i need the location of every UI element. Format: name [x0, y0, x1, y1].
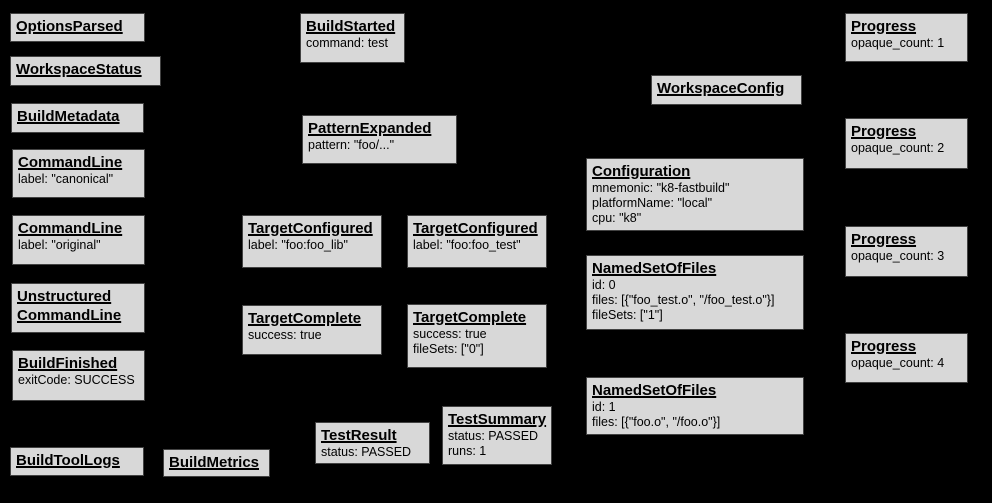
node-field: id: 1	[592, 400, 616, 414]
node-field: opaque_count: 3	[851, 249, 945, 263]
node-field: platformName: "local"	[592, 196, 713, 210]
node-test-summary: TestSummary status: PASSED runs: 1	[442, 406, 552, 465]
node-title: BuildStarted	[306, 18, 396, 35]
node-field: fileSets: ["1"]	[592, 308, 663, 322]
node-title: Progress	[851, 18, 917, 35]
node-title: NamedSetOfFiles	[592, 260, 717, 277]
node-test-result: TestResult status: PASSED	[315, 422, 430, 464]
node-title: TestResult	[321, 427, 397, 444]
node-field: opaque_count: 2	[851, 141, 945, 155]
node-field: success: true	[413, 327, 487, 341]
node-command-line-original: CommandLine label: "original"	[12, 215, 145, 265]
node-title: BuildFinished	[18, 355, 118, 372]
node-title: Progress	[851, 338, 917, 355]
node-field: id: 0	[592, 278, 616, 292]
node-progress-4: Progress opaque_count: 4	[845, 333, 968, 383]
node-field: fileSets: ["0"]	[413, 342, 484, 356]
node-title: TargetConfigured	[413, 220, 538, 237]
node-field: runs: 1	[448, 444, 487, 458]
node-field: label: "foo:foo_test"	[413, 238, 521, 252]
node-title: WorkspaceStatus	[16, 61, 142, 78]
node-workspace-config: WorkspaceConfig	[651, 75, 802, 105]
node-title: TestSummary	[448, 411, 547, 428]
node-field: files: [{"foo.o", "/foo.o"}]	[592, 415, 721, 429]
node-title: Progress	[851, 231, 917, 248]
node-field: opaque_count: 1	[851, 36, 945, 50]
node-title: Configuration	[592, 163, 691, 180]
node-configuration: Configuration mnemonic: "k8-fastbuild" p…	[586, 158, 804, 231]
node-build-tool-logs: BuildToolLogs	[10, 447, 144, 476]
node-progress-2: Progress opaque_count: 2	[845, 118, 968, 169]
node-build-metadata: BuildMetadata	[11, 103, 144, 133]
node-field: command: test	[306, 36, 388, 50]
node-build-started: BuildStarted command: test	[300, 13, 405, 63]
node-named-set-of-files-1: NamedSetOfFiles id: 1 files: [{"foo.o", …	[586, 377, 804, 435]
node-title: BuildToolLogs	[16, 452, 120, 469]
node-field: success: true	[248, 328, 322, 342]
node-field: exitCode: SUCCESS	[18, 373, 135, 387]
node-unstructured-command-line: Unstructured CommandLine	[11, 283, 145, 333]
node-field: cpu: "k8"	[592, 211, 642, 225]
node-field: label: "foo:foo_lib"	[248, 238, 348, 252]
node-field: label: "canonical"	[18, 172, 114, 186]
node-options-parsed: OptionsParsed	[10, 13, 145, 42]
node-build-metrics: BuildMetrics	[163, 449, 270, 477]
node-progress-3: Progress opaque_count: 3	[845, 226, 968, 277]
node-command-line-canonical: CommandLine label: "canonical"	[12, 149, 145, 198]
node-title: TargetComplete	[413, 309, 527, 326]
node-field: mnemonic: "k8-fastbuild"	[592, 181, 730, 195]
node-title: CommandLine	[18, 154, 123, 171]
node-title: TargetConfigured	[248, 220, 373, 237]
node-target-complete-foo-test: TargetComplete success: true fileSets: […	[407, 304, 547, 368]
node-field: status: PASSED	[321, 445, 412, 459]
node-target-configured-foo-lib: TargetConfigured label: "foo:foo_lib"	[242, 215, 382, 268]
node-title: Progress	[851, 123, 917, 140]
node-named-set-of-files-0: NamedSetOfFiles id: 0 files: [{"foo_test…	[586, 255, 804, 330]
node-title: NamedSetOfFiles	[592, 382, 717, 399]
node-field: files: [{"foo_test.o", "/foo_test.o"}]	[592, 293, 775, 307]
node-title: Unstructured CommandLine	[17, 288, 122, 324]
node-title: CommandLine	[18, 220, 123, 237]
node-progress-1: Progress opaque_count: 1	[845, 13, 968, 62]
node-field: opaque_count: 4	[851, 356, 945, 370]
node-title: WorkspaceConfig	[657, 80, 785, 97]
node-field: label: "original"	[18, 238, 101, 252]
node-title: BuildMetrics	[169, 454, 260, 471]
node-build-finished: BuildFinished exitCode: SUCCESS	[12, 350, 145, 401]
node-field: pattern: "foo/..."	[308, 138, 395, 152]
node-target-configured-foo-test: TargetConfigured label: "foo:foo_test"	[407, 215, 547, 268]
node-title: BuildMetadata	[17, 108, 120, 125]
node-pattern-expanded: PatternExpanded pattern: "foo/..."	[302, 115, 457, 164]
node-workspace-status: WorkspaceStatus	[10, 56, 161, 86]
node-title: PatternExpanded	[308, 120, 432, 137]
node-title: TargetComplete	[248, 310, 362, 327]
node-target-complete-foo-lib: TargetComplete success: true	[242, 305, 382, 355]
node-title: OptionsParsed	[16, 18, 123, 35]
node-field: status: PASSED	[448, 429, 539, 443]
